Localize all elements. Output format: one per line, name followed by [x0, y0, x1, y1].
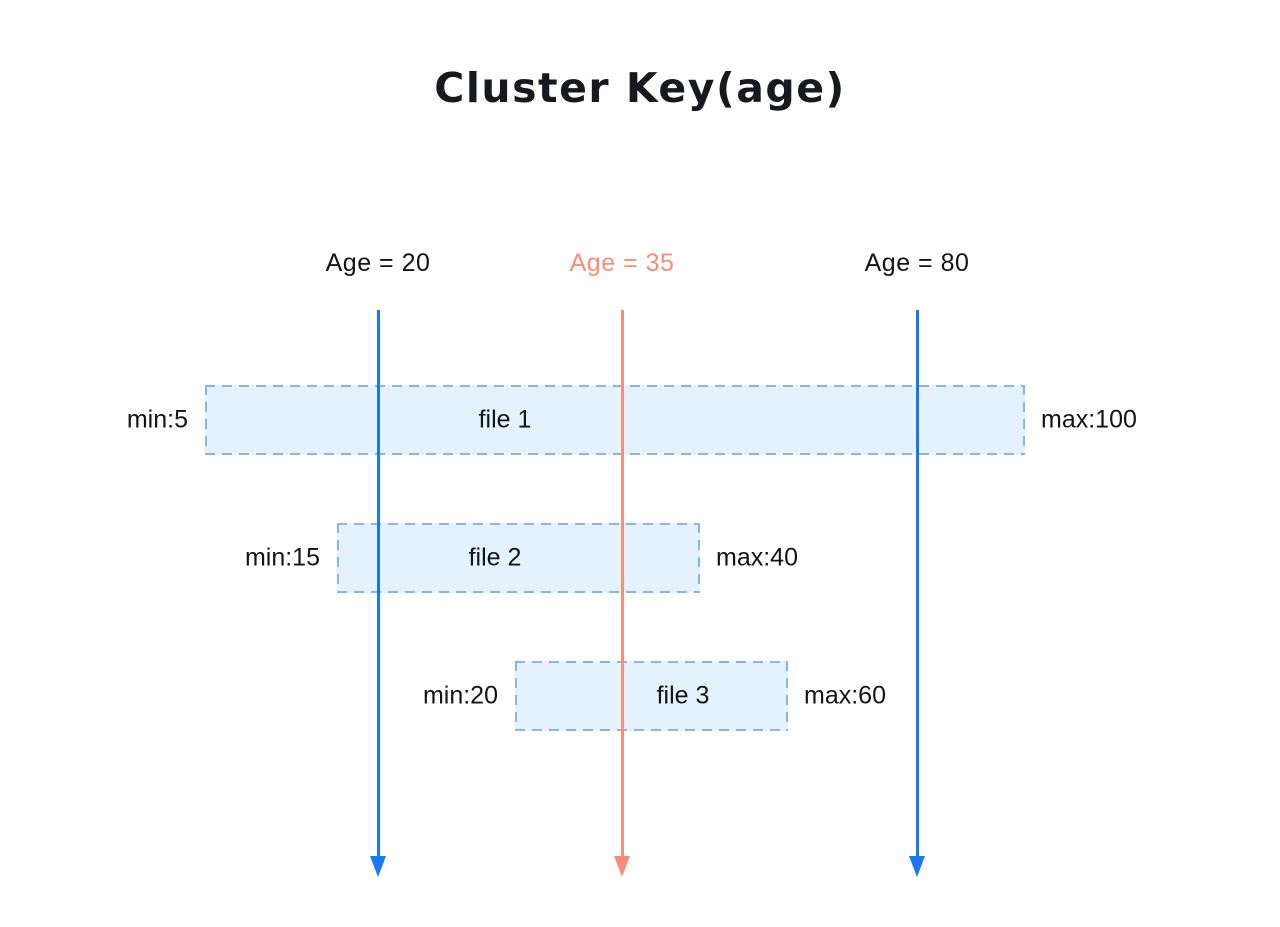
- arrow-shaft: [376, 310, 380, 858]
- age-20-label: Age = 20: [325, 249, 431, 277]
- arrow-head-icon: [370, 856, 386, 877]
- diagram-title: Cluster Key(age): [434, 64, 846, 112]
- age-80-label: Age = 80: [864, 249, 970, 277]
- file-2-max-label: max:40: [716, 543, 798, 572]
- file-1-min-label: min:5: [126, 405, 188, 434]
- arrow-shaft: [915, 310, 919, 858]
- file-1-name: file 1: [478, 405, 532, 434]
- file-3-range-box: min:20 file 3 max:60: [423, 661, 886, 731]
- arrow-head-icon: [614, 856, 630, 877]
- file-2-range-box: min:15 file 2 max:40: [245, 523, 798, 593]
- arrow-head-icon: [909, 856, 925, 877]
- file-1-max-label: max:100: [1041, 405, 1137, 434]
- file-2-name: file 2: [468, 543, 522, 572]
- file-3-max-label: max:60: [804, 681, 886, 710]
- age-35-label: Age = 35: [569, 249, 675, 277]
- file-2-min-label: min:15: [244, 543, 320, 572]
- file-3-min-label: min:20: [422, 681, 498, 710]
- file-3-name: file 3: [656, 681, 710, 710]
- arrow-shaft: [620, 310, 624, 858]
- file-1-range-box: min:5 file 1 max:100: [127, 385, 1137, 455]
